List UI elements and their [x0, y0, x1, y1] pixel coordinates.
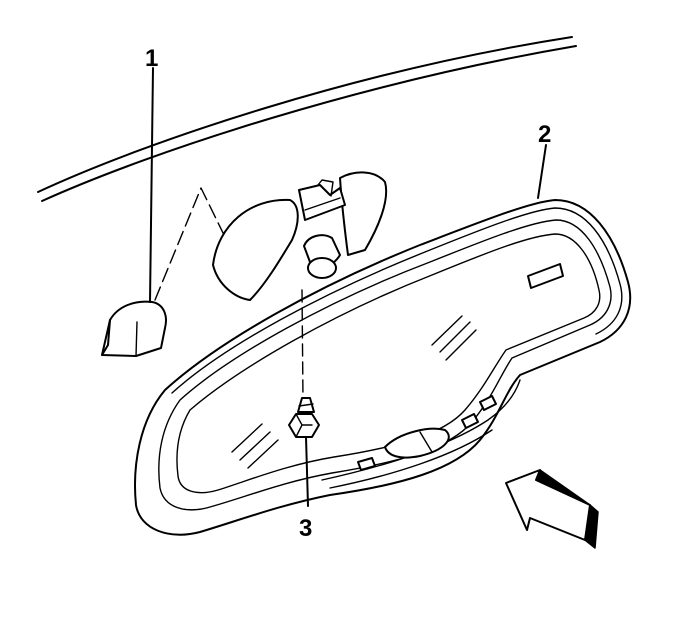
mirror-cover — [101, 300, 167, 357]
callout-2: 2 — [538, 121, 551, 148]
windshield-edge — [37, 36, 577, 202]
callout-1: 1 — [145, 45, 158, 72]
mirror-mount — [212, 171, 388, 301]
cover-alignment-lines — [154, 187, 251, 301]
view-direction-arrow — [505, 469, 599, 549]
callout-3: 3 — [299, 515, 312, 542]
mounting-screw — [288, 289, 320, 438]
leader-lines — [149, 67, 547, 507]
rearview-mirror — [134, 199, 632, 536]
